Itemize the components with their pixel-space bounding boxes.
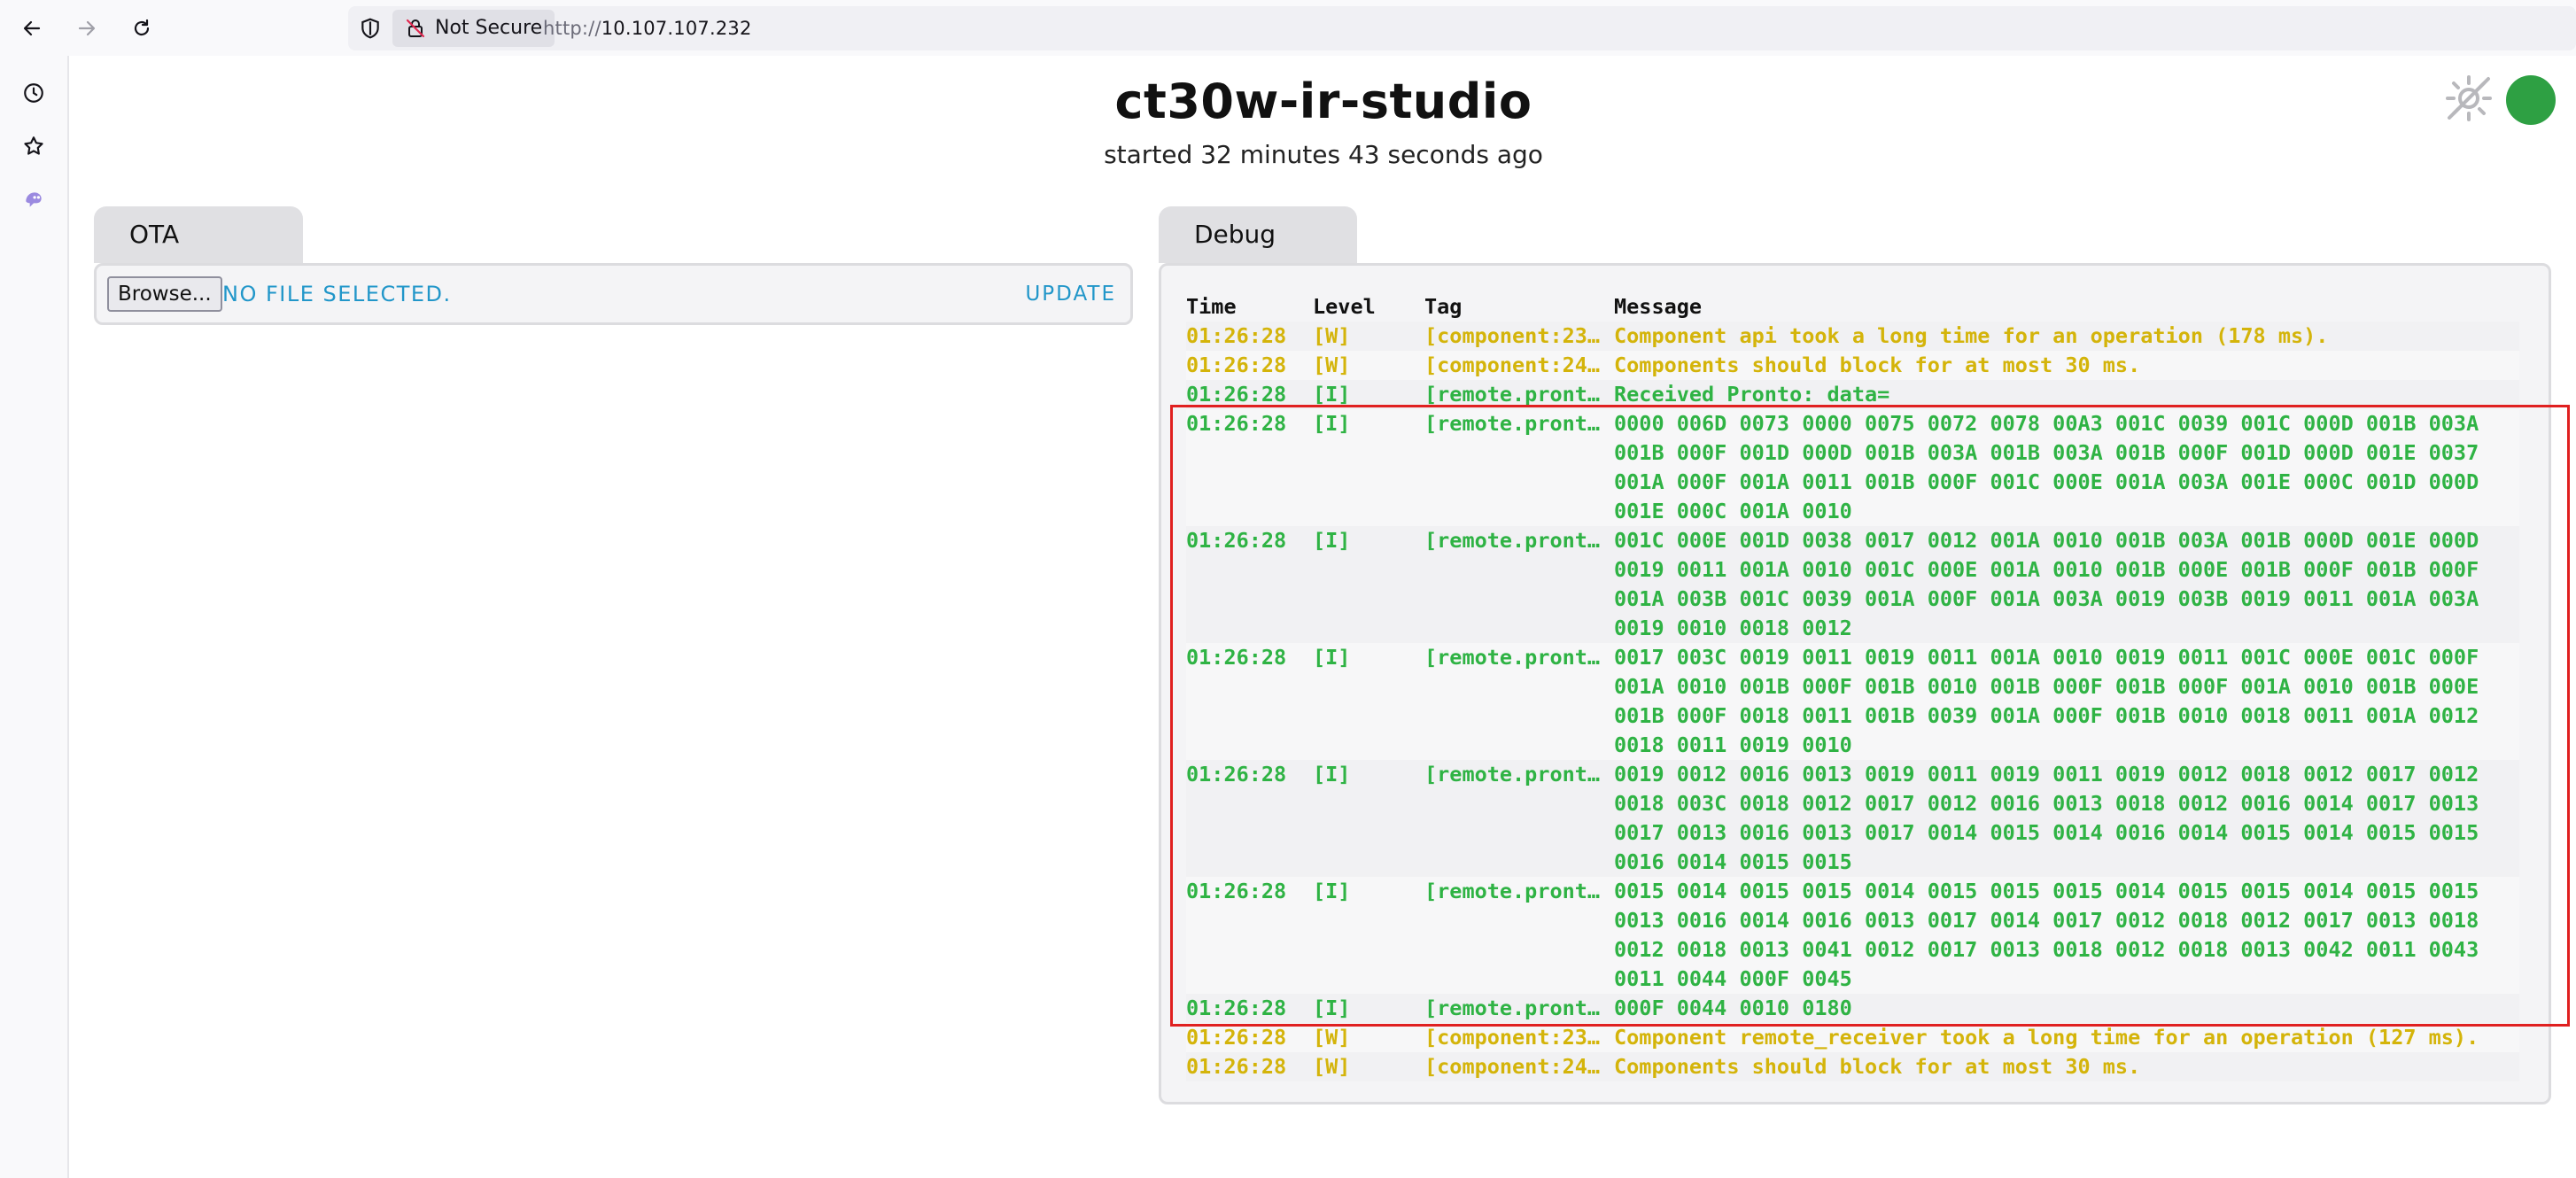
reload-button[interactable] [120, 7, 163, 50]
log-time: 01:26:28 [1186, 996, 1287, 1020]
url-text[interactable]: http://10.107.107.232 [543, 6, 752, 50]
bookmarks-button[interactable] [18, 130, 50, 162]
tab-ota-update[interactable]: OTA Update [94, 206, 303, 306]
browser-toolbar: Not Secure http://10.107.107.232 [0, 0, 2576, 56]
uptime-subtitle: started 32 minutes 43 seconds ago [1104, 140, 1543, 169]
log-tag: [remote.pront… [1424, 645, 1601, 670]
log-level: [I] [1313, 411, 1351, 436]
log-time: 01:26:28 [1186, 353, 1287, 377]
log-level: [I] [1313, 645, 1351, 670]
history-icon [24, 83, 43, 103]
log-row: 01:26:28 [W] [component:24… Components shou… [1186, 351, 2519, 380]
debug-log-panel: Time Level Tag Message 01:26:28 [W] [compo… [1159, 263, 2551, 1104]
forward-button[interactable] [66, 7, 108, 50]
browser-sidebar [0, 56, 69, 1178]
url-scheme: http:// [543, 18, 601, 39]
extension-icon [26, 192, 42, 207]
log-time: 01:26:28 [1186, 1054, 1287, 1079]
log-tag: [component:24… [1424, 353, 1601, 377]
ota-form: Browse... NO FILE SELECTED. UPDATE [107, 276, 1120, 312]
log-level: [W] [1313, 1054, 1351, 1079]
log-message: 0000 006D 0073 0000 0075 0072 0078 00A3 … [1614, 411, 2479, 523]
log-tag: [component:24… [1424, 1054, 1601, 1079]
debug-log-table[interactable]: Time Level Tag Message 01:26:28 [W] [compo… [1186, 292, 2519, 1081]
log-message: Component api took a long time for an op… [1614, 323, 2329, 348]
log-tag: [remote.pront… [1424, 411, 1601, 436]
log-level: [W] [1313, 353, 1351, 377]
back-button[interactable] [11, 7, 53, 50]
log-level: [I] [1313, 382, 1351, 407]
log-message: 0019 0012 0016 0013 0019 0011 0019 0011 … [1614, 762, 2479, 874]
log-message: Component remote_receiver took a long ti… [1614, 1025, 2479, 1050]
insecure-lock-icon [406, 19, 425, 38]
log-row: 01:26:28 [I] [remote.pront… 0015 0014 0015 … [1186, 877, 2519, 994]
log-header-tag: Tag [1424, 294, 1463, 319]
log-tag: [component:23… [1424, 323, 1601, 348]
log-header-level: Level [1313, 294, 1376, 319]
log-tag: [remote.pront… [1424, 879, 1601, 903]
log-message: 001C 000E 001D 0038 0017 0012 001A 0010 … [1614, 528, 2479, 640]
log-message: Received Pronto: data= [1614, 382, 1890, 407]
log-level: [W] [1313, 323, 1351, 348]
log-header-time: Time [1186, 294, 1237, 319]
page-title: ct30w-ir-studio [1114, 74, 1532, 129]
log-tag: [remote.pront… [1424, 762, 1601, 787]
reload-icon [134, 19, 150, 36]
log-tag: [component:23… [1424, 1025, 1601, 1050]
log-rows: 01:26:28 [W] [component:23… Component api t… [1186, 322, 2519, 1081]
update-button[interactable]: UPDATE [1025, 283, 1116, 306]
log-message: Components should block for at most 30 m… [1614, 1054, 2141, 1079]
log-level: [I] [1313, 996, 1351, 1020]
status-indicator [2506, 75, 2556, 125]
page-content: ct30w-ir-studio started 32 minutes 43 se… [71, 56, 2576, 1178]
browse-button[interactable]: Browse... [107, 276, 222, 312]
not-secure-label: Not Secure [435, 17, 543, 39]
log-tag: [remote.pront… [1424, 996, 1601, 1020]
theme-toggle-icon[interactable] [2442, 72, 2495, 125]
not-secure-badge[interactable]: Not Secure [392, 10, 555, 47]
url-bar[interactable]: Not Secure http://10.107.107.232 [348, 6, 2576, 50]
file-status: NO FILE SELECTED. [222, 282, 452, 306]
log-time: 01:26:28 [1186, 411, 1287, 436]
log-time: 01:26:28 [1186, 762, 1287, 787]
history-button[interactable] [18, 77, 50, 109]
back-arrow-icon [23, 20, 41, 36]
log-time: 01:26:28 [1186, 1025, 1287, 1050]
log-time: 01:26:28 [1186, 645, 1287, 670]
log-message: Components should block for at most 30 m… [1614, 353, 2141, 377]
log-level: [I] [1313, 528, 1351, 553]
log-header-row: Time Level Tag Message [1186, 292, 2519, 322]
log-header-message: Message [1614, 294, 1703, 319]
bookmark-star-icon [24, 136, 43, 155]
extension-button[interactable] [18, 183, 50, 215]
log-time: 01:26:28 [1186, 382, 1287, 407]
log-tag: [remote.pront… [1424, 382, 1601, 407]
log-row: 01:26:28 [W] [component:24… Components shou… [1186, 1052, 2519, 1081]
log-row: 01:26:28 [W] [component:23… Component remot… [1186, 1023, 2519, 1052]
log-time: 01:26:28 [1186, 879, 1287, 903]
log-level: [I] [1313, 879, 1351, 903]
log-row: 01:26:28 [I] [remote.pront… 0000 006D 0073 … [1186, 409, 2519, 526]
log-time: 01:26:28 [1186, 323, 1287, 348]
forward-arrow-icon [78, 20, 96, 36]
log-row: 01:26:28 [I] [remote.pront… 0019 0012 0016 … [1186, 760, 2519, 877]
ota-panel: Browse... NO FILE SELECTED. UPDATE [94, 263, 1133, 325]
log-tag: [remote.pront… [1424, 528, 1601, 553]
log-row: 01:26:28 [I] [remote.pront… 001C 000E 001D … [1186, 526, 2519, 643]
log-row: 01:26:28 [I] [remote.pront… 0017 003C 0019 … [1186, 643, 2519, 760]
log-message: 0015 0014 0015 0015 0014 0015 0015 0015 … [1614, 879, 2479, 991]
log-level: [W] [1313, 1025, 1351, 1050]
log-row: 01:26:28 [I] [remote.pront… Received Pronto… [1186, 380, 2519, 409]
log-row: 01:26:28 [I] [remote.pront… 000F 0044 0010 … [1186, 994, 2519, 1023]
log-level: [I] [1313, 762, 1351, 787]
log-message: 000F 0044 0010 0180 [1614, 996, 1852, 1020]
url-host: 10.107.107.232 [601, 18, 752, 39]
log-row: 01:26:28 [W] [component:23… Component api t… [1186, 322, 2519, 351]
log-time: 01:26:28 [1186, 528, 1287, 553]
shield-icon[interactable] [359, 17, 382, 40]
log-message: 0017 003C 0019 0011 0019 0011 001A 0010 … [1614, 645, 2479, 757]
tab-debug-log[interactable]: Debug Log [1159, 206, 1357, 306]
